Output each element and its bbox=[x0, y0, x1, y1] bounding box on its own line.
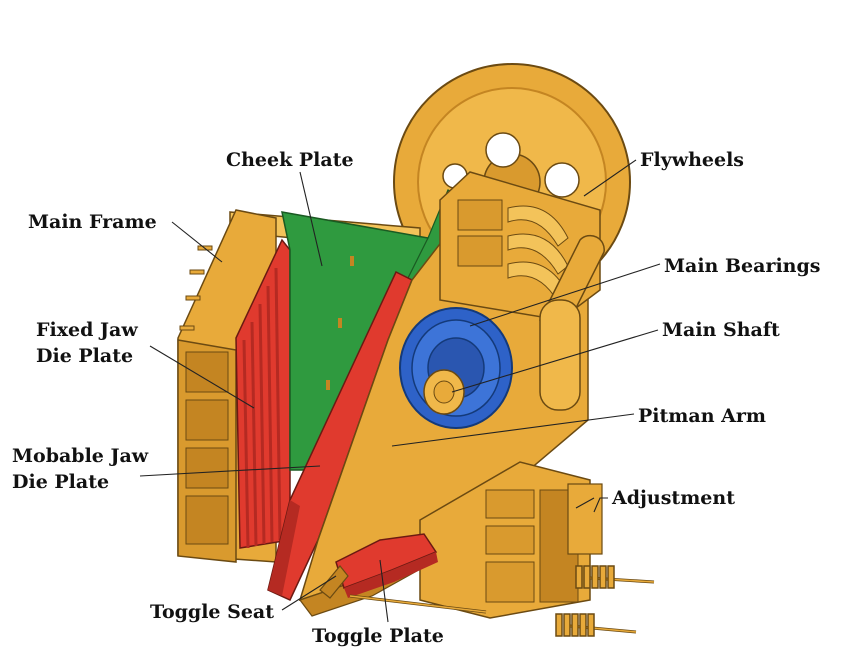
toggle-seat bbox=[319, 565, 349, 599]
leader-toggle-seat bbox=[281, 575, 337, 611]
label-fixed-jaw-line2: Die Plate bbox=[36, 345, 133, 367]
label-main-shaft: Main Shaft bbox=[662, 319, 780, 341]
label-fixed-jaw-line1: Fixed Jaw bbox=[36, 319, 138, 341]
leader-main-bearings bbox=[469, 263, 661, 327]
label-main-bearings: Main Bearings bbox=[664, 255, 820, 277]
label-pitman-arm: Pitman Arm bbox=[638, 405, 766, 427]
leader-fixed-jaw bbox=[149, 345, 255, 409]
eccentric-housing bbox=[439, 171, 605, 411]
leader-lines bbox=[139, 159, 661, 623]
leader-cheek-plate bbox=[299, 171, 323, 267]
main-shaft bbox=[423, 369, 465, 415]
label-mobable-jaw-line1: Mobable Jaw bbox=[12, 445, 149, 467]
label-cheek-plate: Cheek Plate bbox=[226, 149, 354, 171]
leader-mobable-jaw bbox=[139, 465, 321, 477]
adjustment-assembly bbox=[555, 483, 655, 637]
leader-toggle-plate bbox=[379, 559, 389, 623]
label-mobable-jaw-line2: Die Plate bbox=[12, 471, 109, 493]
fixed-jaw-die-plate bbox=[235, 238, 291, 549]
label-flywheels: Flywheels bbox=[640, 149, 744, 171]
label-toggle-plate: Toggle Plate bbox=[312, 625, 444, 647]
leader-flywheels bbox=[583, 159, 637, 197]
leader-adjustment bbox=[593, 497, 608, 513]
leader-pitman-arm bbox=[391, 413, 635, 447]
label-adjustment: Adjustment bbox=[611, 487, 735, 509]
leader-main-shaft bbox=[451, 329, 659, 393]
label-main-frame: Main Frame bbox=[28, 211, 157, 233]
toggle-plate bbox=[335, 533, 438, 598]
leader-main-frame bbox=[171, 221, 223, 263]
label-toggle-seat: Toggle Seat bbox=[150, 601, 274, 623]
